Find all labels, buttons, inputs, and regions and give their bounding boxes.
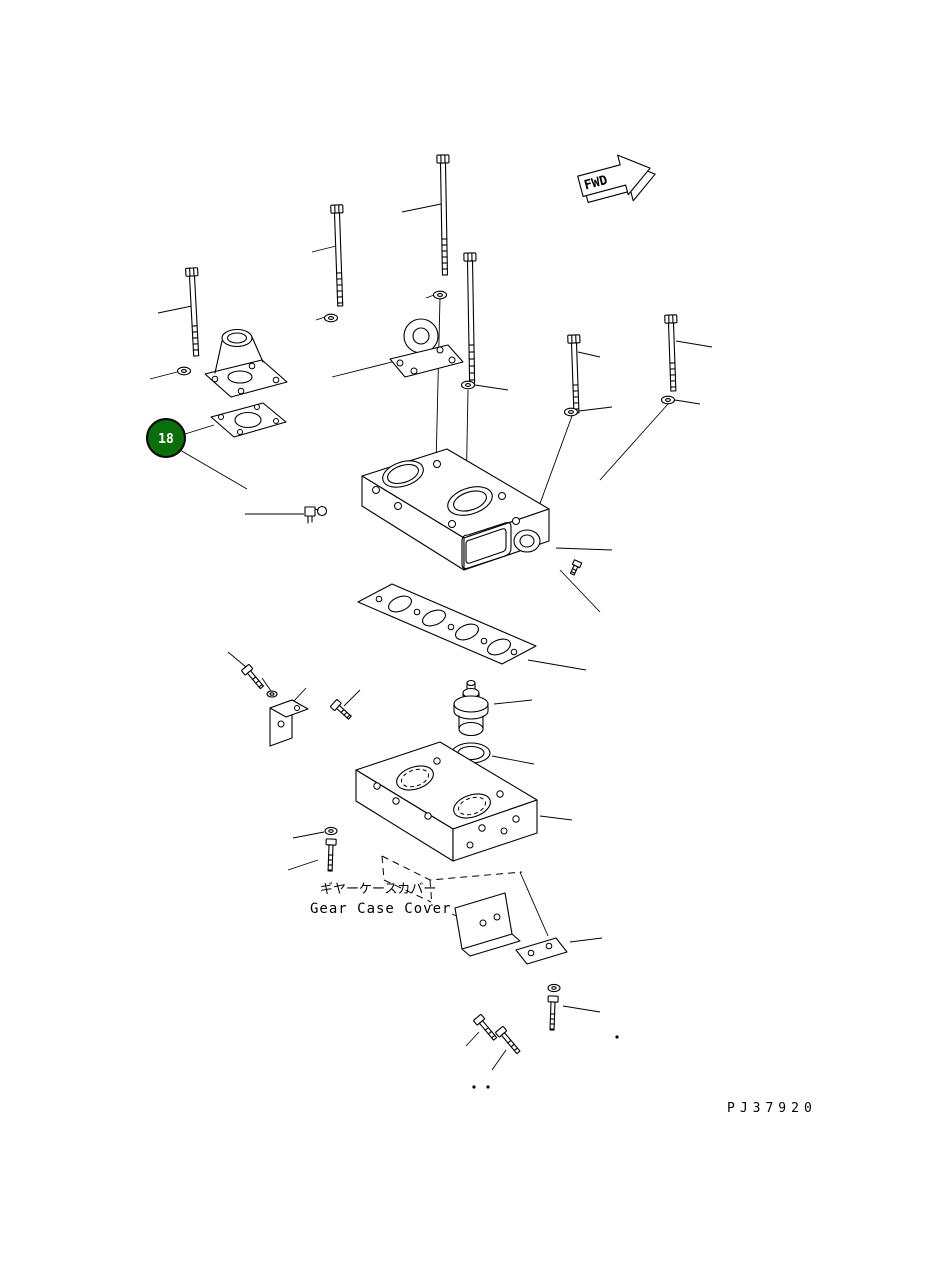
gear-case-cover-hidden-outline (381, 855, 523, 907)
flat-washer (323, 313, 339, 323)
hex-bolt (664, 314, 678, 392)
callout-balloon-18[interactable]: 18 (146, 418, 186, 458)
manifold-gasket (357, 583, 537, 665)
gear-case-adapter-housing (355, 741, 538, 862)
flat-washer (547, 983, 561, 993)
small-hex-bolt (547, 995, 559, 1031)
lifting-eye-bracket (389, 318, 464, 378)
gear-case-cover-label-jp: ギヤーケースカバー (320, 882, 436, 897)
small-hex-bolt (330, 699, 352, 720)
mark-dot (615, 1035, 619, 1039)
hex-bolt (463, 252, 477, 384)
hex-bolt (436, 154, 450, 276)
callout-number: 18 (158, 432, 174, 447)
flat-washer (432, 290, 448, 300)
callout-circle[interactable] (146, 418, 186, 458)
small-hex-bolt (241, 664, 264, 690)
small-hex-bolt (325, 838, 337, 872)
thermostat-housing (361, 448, 550, 571)
fwd-label: FWD (583, 173, 610, 194)
flat-washer (563, 407, 579, 417)
small-hex-bolt (495, 1026, 521, 1055)
leader-lines (149, 203, 713, 1071)
hex-bolt (567, 334, 581, 414)
drawing-number: PJ37920 (727, 1101, 817, 1116)
small-hex-bolt (473, 1014, 498, 1041)
elbow-fitting (304, 505, 328, 524)
thermostat (453, 679, 489, 737)
mark-dot (486, 1085, 490, 1089)
flat-washer (324, 826, 338, 836)
support-bracket (454, 892, 521, 957)
flat-washer (460, 380, 476, 390)
mark-dot (472, 1085, 476, 1089)
hex-bolt (185, 267, 200, 357)
hex-bolt (330, 204, 344, 307)
mounting-bracket (269, 699, 309, 747)
flat-washer (176, 366, 192, 376)
connector-gasket (210, 402, 287, 438)
cover-plate (515, 937, 568, 965)
gear-case-cover-label-en: Gear Case Cover (310, 901, 451, 917)
fwd-direction-arrow: FWD (577, 154, 656, 204)
water-outlet-connector (204, 328, 288, 398)
flat-washer (660, 395, 676, 405)
drain-plug (569, 559, 583, 576)
flat-washer (266, 690, 278, 698)
